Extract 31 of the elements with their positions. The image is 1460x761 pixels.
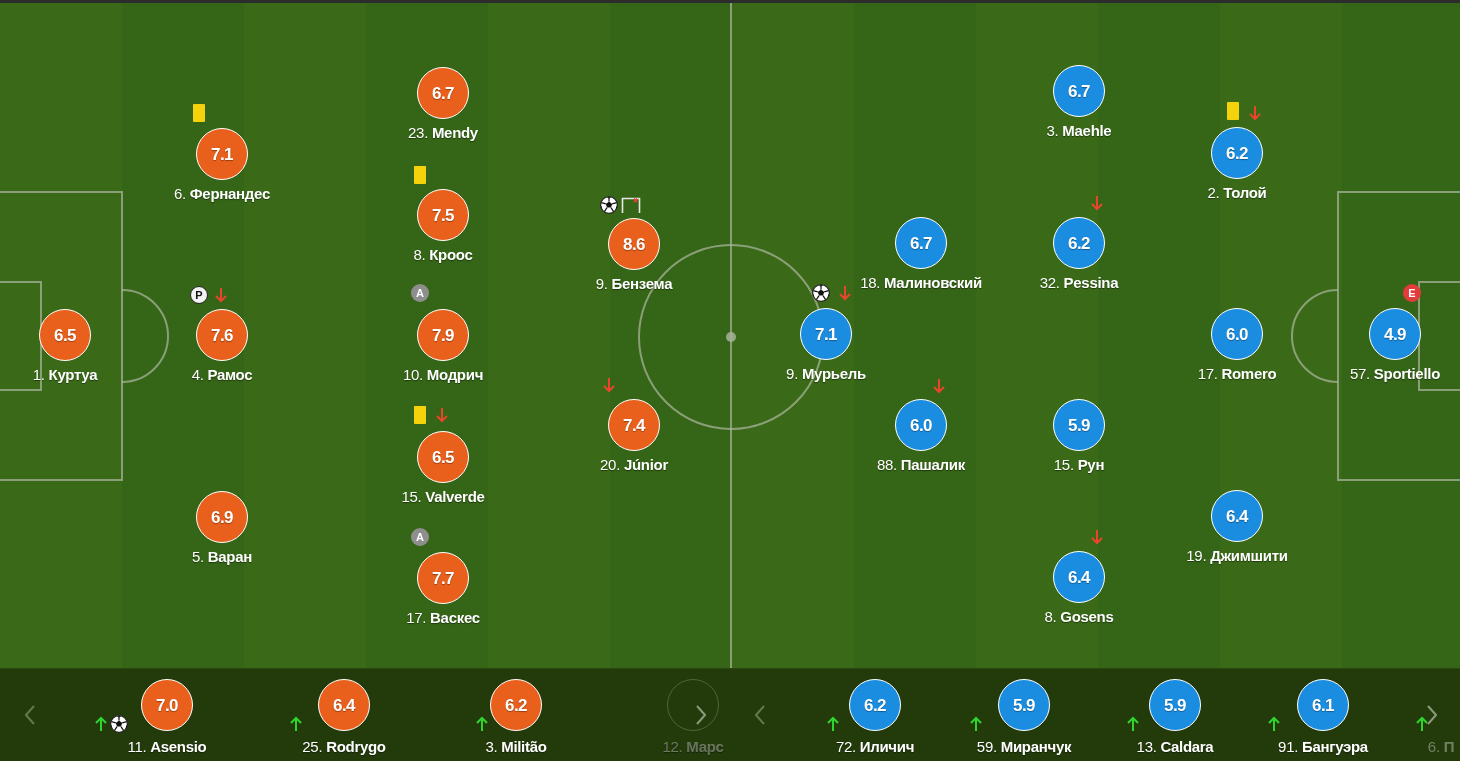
player-name: 12. Марс	[662, 738, 724, 756]
player-name: 20. Júnior	[600, 456, 668, 474]
player-name: 9. Мурьель	[786, 365, 866, 383]
player-name: 32. Pessina	[1039, 274, 1119, 292]
player-name: 6. П	[1427, 738, 1455, 756]
player-name: 59. Миранчук	[976, 738, 1072, 756]
player-name: 25. Rodrygo	[302, 738, 386, 756]
player-name: 91. Бангуэра	[1278, 738, 1368, 756]
player-name: 72. Иличич	[835, 738, 915, 756]
player-name: 88. Пашалик	[877, 456, 965, 474]
player-name: 17. Romero	[1197, 365, 1277, 383]
player-name: 9. Бензема	[595, 275, 673, 293]
player-name: 11. Asensio	[127, 738, 207, 756]
player-name: 23. Mendy	[408, 124, 478, 142]
player-name: 8. Gosens	[1044, 608, 1114, 626]
player-name: 8. Кроос	[413, 246, 473, 264]
player-name: 15. Рун	[1053, 456, 1105, 474]
player-name: 4. Рамос	[191, 366, 253, 384]
player-name: 15. Valverde	[401, 488, 485, 506]
player-name: 1. Куртуа	[32, 366, 98, 384]
player-name: 13. Caldara	[1136, 738, 1214, 756]
player-name: 17. Васкес	[406, 609, 480, 627]
player-name: 3. Militão	[485, 738, 547, 756]
player-name: 18. Малиновский	[860, 274, 982, 292]
player-name: 3. Maehle	[1046, 122, 1112, 140]
player-name: 19. Джимшити	[1186, 547, 1288, 565]
player-name: 6. Фернандес	[174, 185, 270, 203]
player-name: 57. Sportiello	[1350, 365, 1440, 383]
player-name: 10. Модрич	[402, 366, 484, 384]
player-name: 5. Варан	[192, 548, 252, 566]
player-name: 2. Толой	[1207, 184, 1267, 202]
